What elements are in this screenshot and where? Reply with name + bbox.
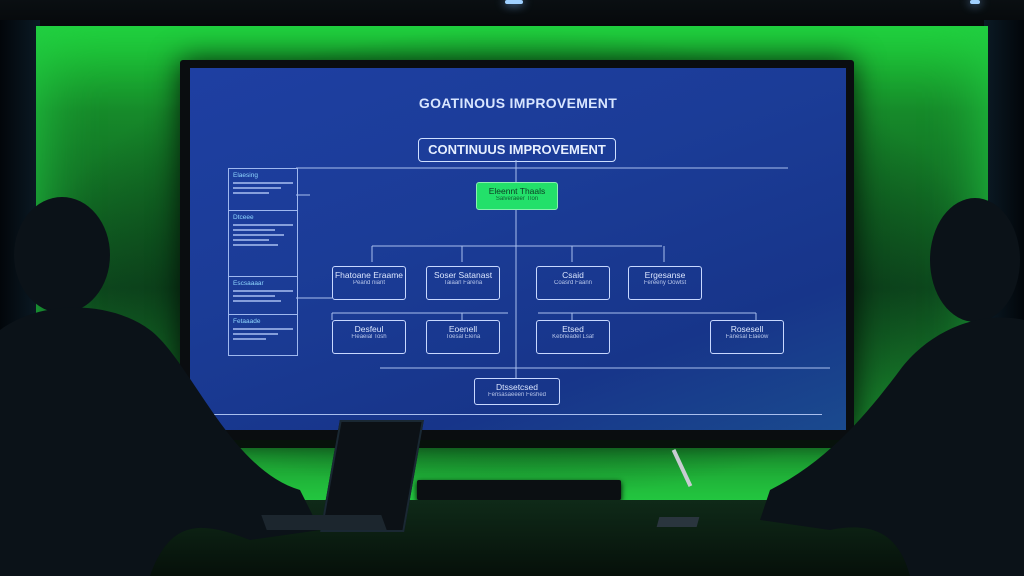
right-person-head (930, 198, 1020, 322)
display-stand (180, 440, 854, 448)
screen-title: GOATINOUS IMPROVEMENT (418, 95, 618, 111)
smartphone (656, 517, 700, 527)
laptop-keyboard (261, 515, 387, 530)
soundbar (417, 480, 621, 500)
ceiling (0, 0, 1024, 30)
ceiling-light (970, 0, 980, 4)
flowchart-connectors (296, 160, 830, 378)
sidebar-section: Elaesing (229, 169, 297, 211)
sidebar-section: Dtceee (229, 211, 297, 277)
top-node: Eleennt Thaals Salveraeer Tlon (476, 182, 558, 210)
screen-baseline (212, 414, 822, 415)
header-box: CONTINUUS IMPROVEMENT (418, 138, 616, 162)
ceiling-light (505, 0, 523, 4)
left-person-head (14, 197, 110, 313)
right-person-body (760, 317, 1024, 576)
left-person-body (0, 307, 320, 576)
sidebar-panel: Elaesing Dtceee Escsaaaar Fetaaade (228, 168, 298, 356)
sidebar-section: Fetaaade (229, 315, 297, 355)
display-screen: GOATINOUS IMPROVEMENT CONTINUUS IMPROVEM… (190, 68, 846, 430)
sidebar-section: Escsaaaar (229, 277, 297, 315)
